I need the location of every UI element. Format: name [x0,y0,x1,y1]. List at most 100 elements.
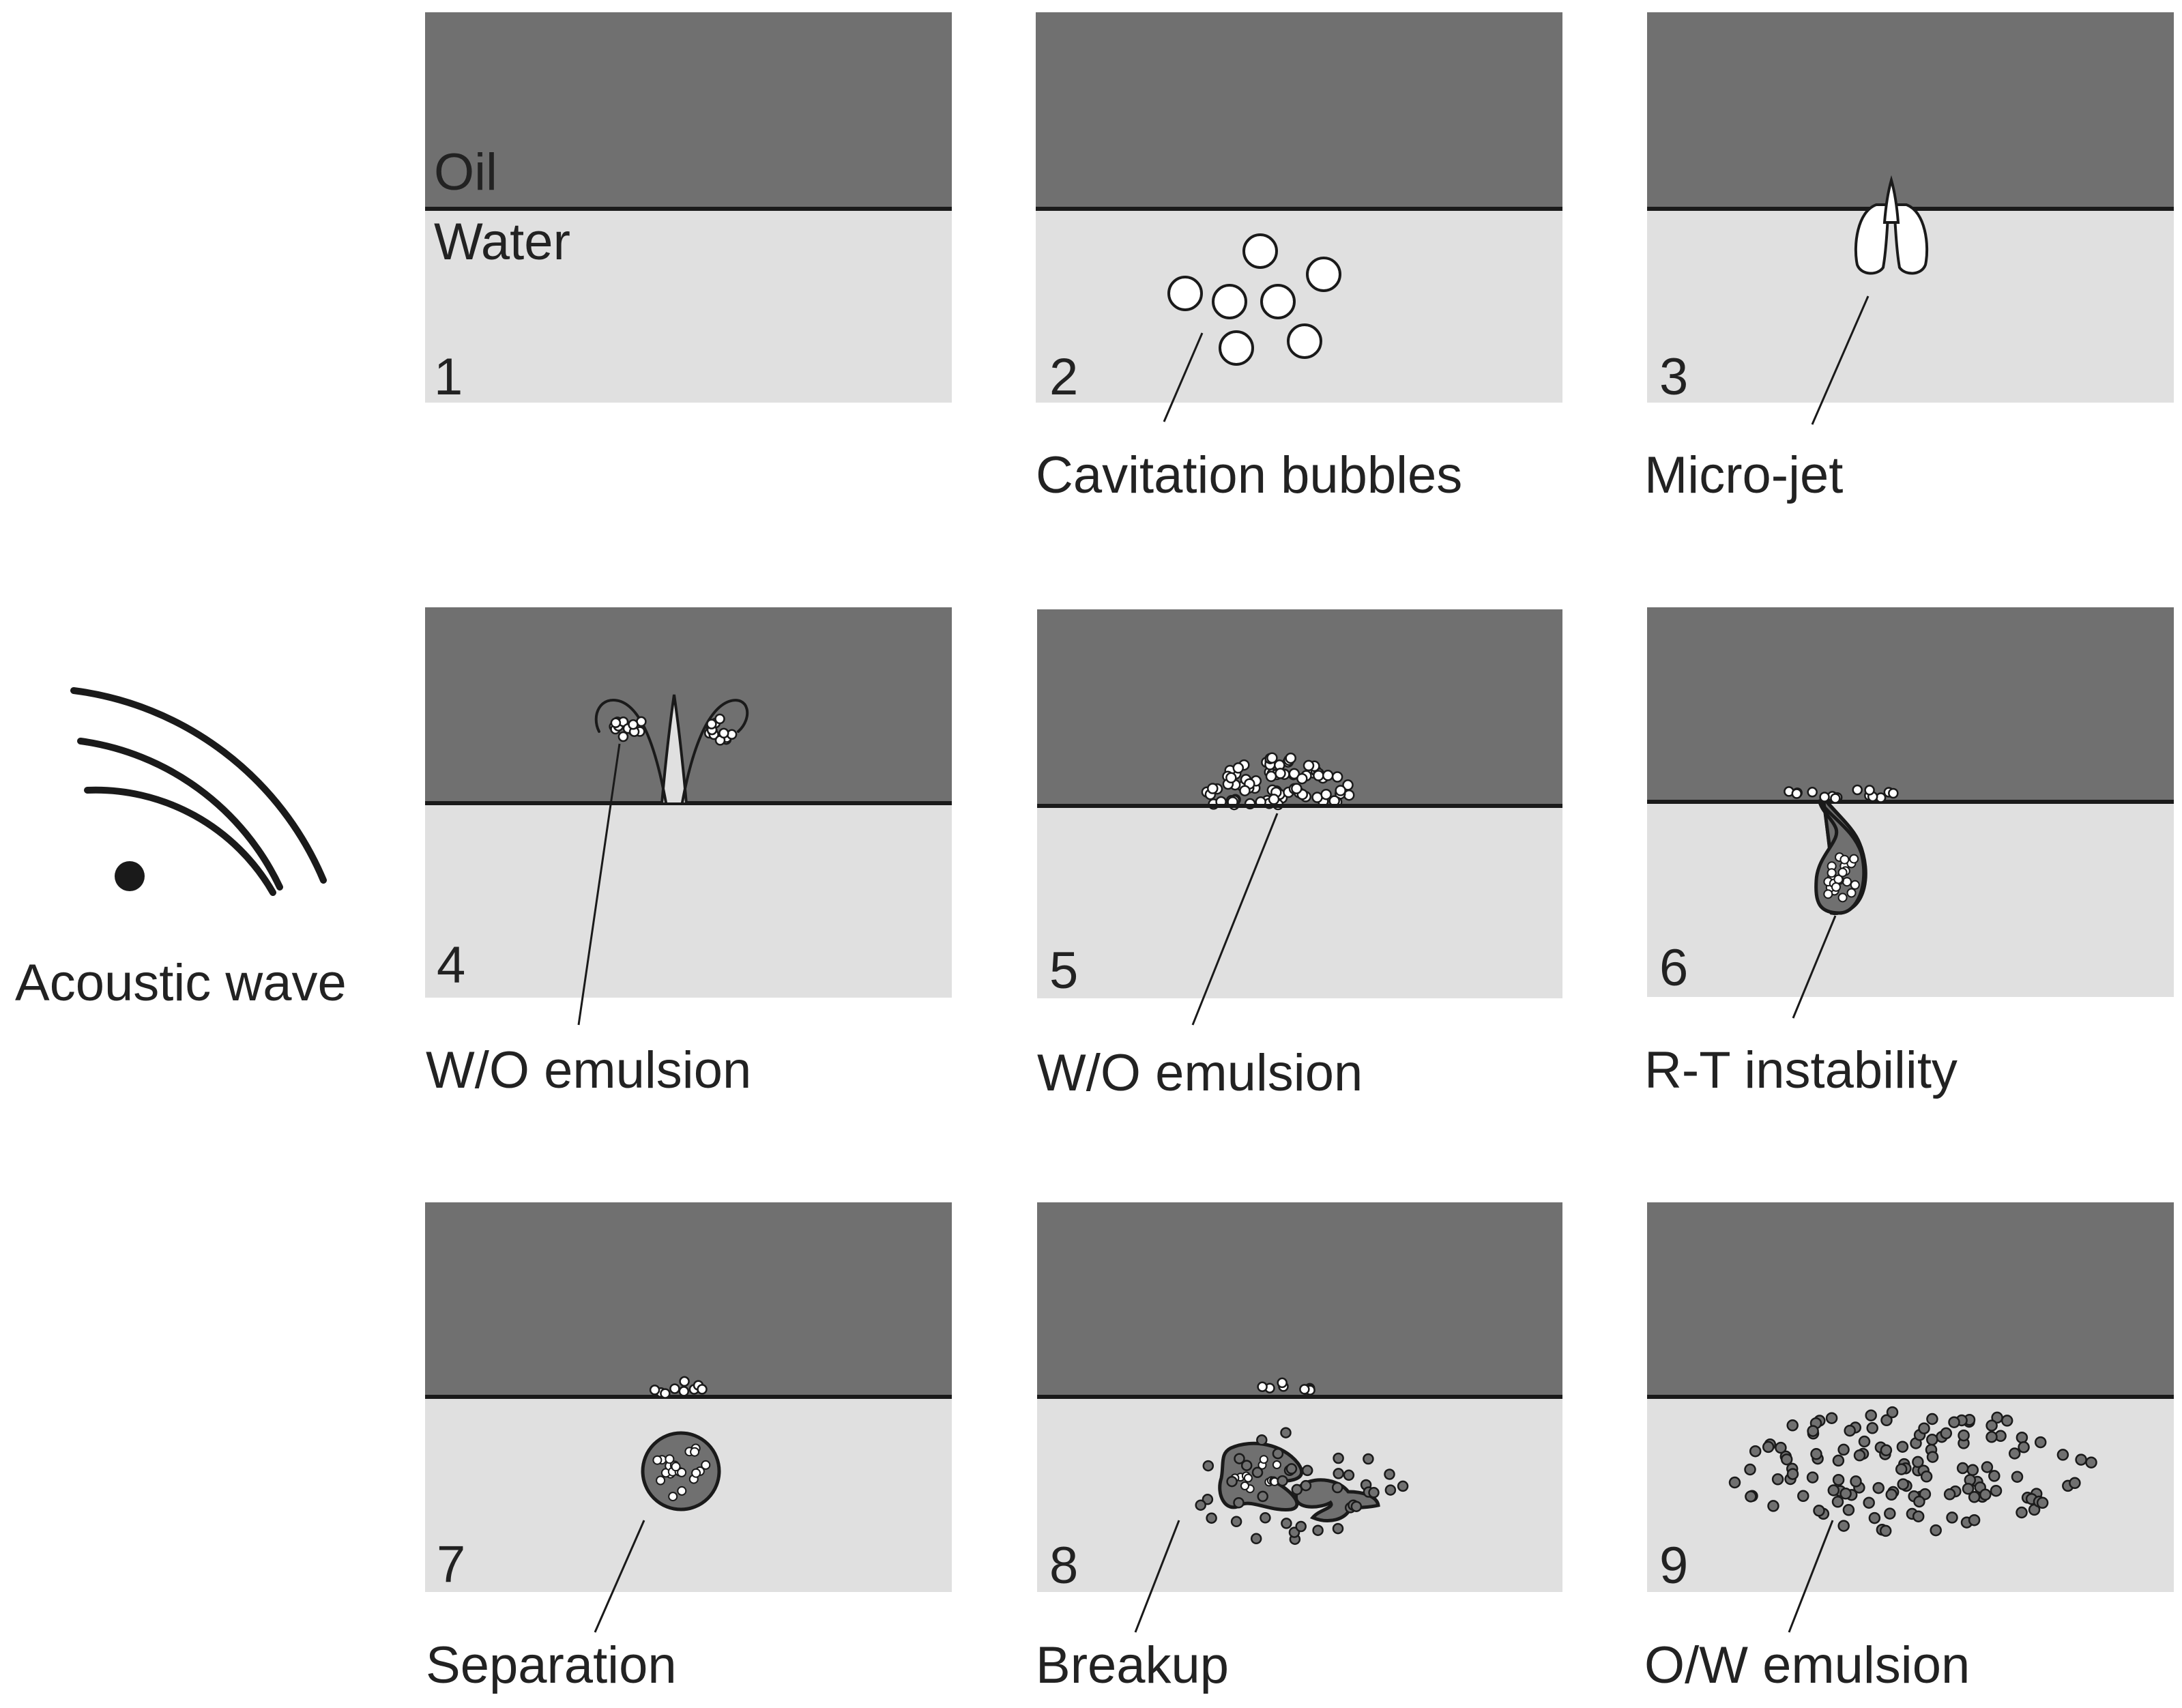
droplet [1979,1488,1992,1501]
water-jet-spike [660,694,688,805]
interface-droplets [1784,784,1899,804]
droplet [1807,787,1818,798]
micro-jet [1854,175,1929,275]
micro-jet-spike [1882,175,1900,224]
oil-in-water-droplets [1728,1406,2097,1537]
cavitation-bubble [1287,323,1322,359]
droplet [652,1455,663,1465]
droplet [1880,1444,1893,1457]
panel-number-1: 1 [434,348,463,406]
droplet [671,1462,681,1472]
oil-layer [1647,1202,2174,1397]
micro-jet-left-lobe [1854,203,1891,275]
droplet [1791,788,1803,799]
droplet [690,1447,700,1457]
panel-9: 9 O/W emulsion [1644,1202,2174,1694]
water-layer [425,209,952,403]
droplet [1762,1441,1775,1453]
interface-droplets [1257,1377,1315,1396]
droplet [1786,1419,1799,1432]
droplet [1886,1406,1899,1419]
droplet [660,1388,671,1399]
oil-label: Oil [434,143,497,201]
droplet [1958,1429,1970,1442]
droplet [1285,752,1296,764]
droplet [1230,1516,1242,1528]
droplet [1897,1478,1909,1490]
droplet [1926,1413,1938,1425]
droplet [1866,1422,1878,1434]
droplet [1295,1520,1307,1533]
droplet [1333,1468,1344,1479]
leader-line [1792,915,1837,1019]
droplet [1846,888,1857,898]
droplet [1819,792,1830,802]
droplet [2011,1471,2024,1483]
droplet [628,719,639,730]
rt-instability-drop [1784,784,1899,915]
droplet [1296,772,1308,785]
droplet [1853,1449,1866,1462]
droplet [1335,785,1346,796]
droplet [1865,1409,1877,1421]
droplet [1913,1495,1925,1508]
droplet [1962,1482,1975,1495]
droplet [1251,1466,1264,1479]
leader-line [1163,332,1204,422]
caption-7: Separation [426,1636,677,1694]
droplet [1981,1461,1994,1473]
droplet [1985,1419,1998,1432]
droplet [678,1386,690,1397]
droplet [1807,1425,1819,1437]
droplet [1260,1512,1271,1524]
droplet [1842,1504,1855,1516]
wave-arc-icon [84,786,276,896]
panel-3: 3 Micro-jet [1644,12,2174,504]
droplet [1320,788,1332,800]
droplet [1745,1490,1757,1503]
leader-line [1788,1520,1834,1633]
droplet [1331,1481,1343,1494]
droplet [1744,1463,1756,1476]
droplet [1256,1434,1268,1446]
water-jet-with-vortices [594,694,749,805]
droplet [1827,868,1837,878]
leader-line [1191,813,1279,1026]
droplet [1265,770,1277,783]
droplet [1864,785,1875,796]
droplet [679,1376,690,1387]
droplet [1268,794,1280,805]
cavitation-bubble [1260,284,1296,319]
panel-number-9: 9 [1659,1537,1688,1595]
droplet [1968,1514,1981,1526]
oil-layer [1036,12,1562,209]
droplet [1842,877,1852,887]
droplet [1291,783,1303,794]
panel-number-8: 8 [1049,1537,1078,1595]
cavitation-bubble [1306,257,1341,292]
droplet [1232,762,1245,774]
droplet [1966,1464,1979,1477]
droplet [1240,1481,1249,1490]
water-droplets-in-drop [652,1443,711,1502]
oil-layer [1647,12,2174,209]
droplet [1837,867,1848,878]
droplet [1837,893,1848,903]
droplet [1225,772,1237,784]
droplet [610,717,622,729]
caption-4: W/O emulsion [426,1041,751,1099]
droplet [1918,1422,1930,1434]
droplet [1844,1424,1856,1437]
droplet [718,727,729,739]
droplet [1780,1453,1793,1466]
micro-jet-right-lobe [1892,203,1929,275]
caption-6: R-T instability [1644,1041,1958,1099]
droplet [1280,1427,1292,1438]
vortex-curl-left [594,699,667,804]
droplet [1207,783,1219,794]
droplet [1281,1518,1292,1529]
droplet [1943,1488,1956,1501]
droplet [1240,1460,1253,1471]
cavitation-bubble [1242,233,1278,269]
